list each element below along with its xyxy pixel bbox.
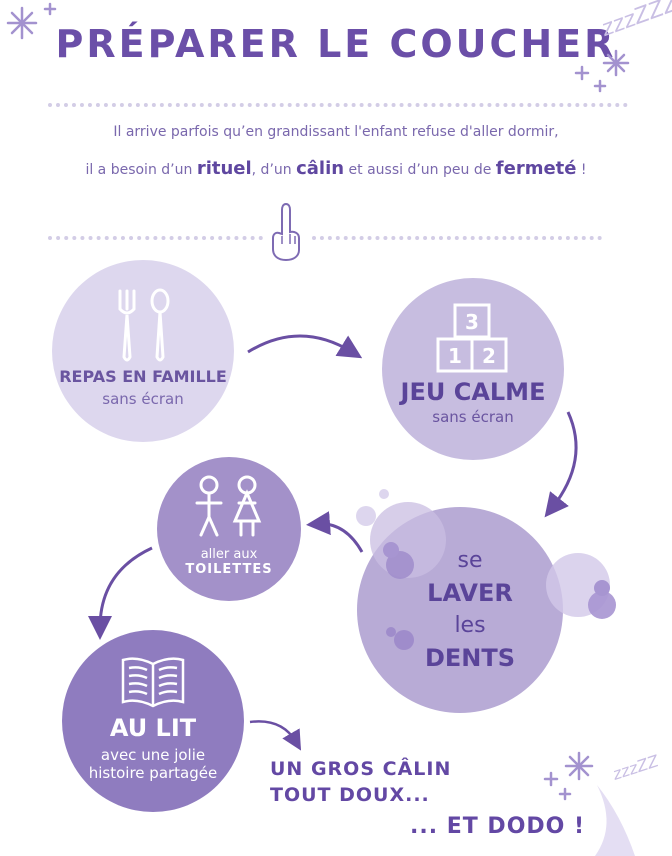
calin-text: UN GROS CÂLIN TOUT DOUX...: [270, 758, 452, 806]
divider: [48, 236, 263, 240]
blocks-icon: 3 1 2: [436, 303, 508, 373]
step-sub: histoire partagée: [88, 764, 218, 782]
arrow-3: [306, 511, 364, 553]
sparkle-icon: [574, 49, 630, 93]
step-jeu: 3 1 2 JEU CALME sans écran: [382, 278, 564, 460]
step-toilettes: aller aux TOILETTES: [157, 457, 301, 601]
step-dents: se LAVER les DENTS: [400, 530, 540, 690]
arrow-4: [88, 546, 153, 640]
step-sub: sans écran: [102, 389, 184, 408]
pointing-hand-icon: [272, 202, 300, 262]
step-sub: avec une jolie: [100, 746, 206, 764]
step-text: se: [457, 548, 483, 573]
divider: [48, 103, 628, 107]
dodo-text: ... ET DODO !: [410, 814, 586, 839]
step-label: TOILETTES: [185, 562, 273, 577]
step-text: les: [454, 613, 486, 638]
block-label: 2: [482, 344, 496, 368]
intro-line-2: il a besoin d’un rituel, d’un câlin et a…: [85, 158, 587, 179]
block-label: 1: [448, 344, 462, 368]
moon-icon: [543, 751, 635, 856]
step-label: REPAS EN FAMILLE: [59, 366, 227, 386]
block-label: 3: [465, 310, 479, 334]
sparkle-icon: [6, 2, 57, 40]
page-title: PRÉPARER LE COUCHER: [55, 22, 617, 66]
toilet-people-icon: [195, 475, 262, 537]
arrow-2: [544, 411, 578, 518]
book-icon: [121, 657, 185, 708]
step-label: AU LIT: [109, 714, 197, 742]
arrow-1: [247, 334, 363, 359]
step-lit: AU LIT avec une jolie histoire partagée: [62, 630, 244, 812]
step-text: LAVER: [427, 579, 513, 607]
bubbles: [356, 489, 616, 713]
step-sub: aller aux: [200, 547, 258, 562]
arrow-5: [249, 720, 302, 751]
step-repas: REPAS EN FAMILLE sans écran: [52, 260, 234, 442]
divider: [312, 236, 602, 240]
intro-line-1: Il arrive parfois qu’en grandissant l'en…: [113, 124, 559, 140]
step-label: JEU CALME: [400, 378, 546, 406]
step-text: DENTS: [424, 644, 516, 672]
fork-spoon-icon: [118, 288, 170, 361]
step-sub: sans écran: [432, 408, 514, 426]
